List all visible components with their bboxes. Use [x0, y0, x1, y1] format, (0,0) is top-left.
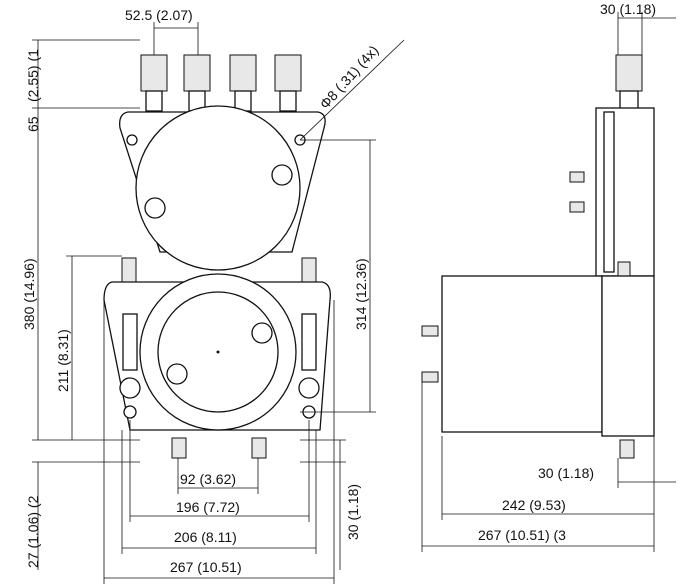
- slot-right: [301, 313, 317, 371]
- lower-fitting-right: [298, 377, 320, 399]
- lower-port-left: [166, 363, 188, 385]
- mount-hole-top-left: [126, 134, 138, 146]
- side-connector: [615, 54, 643, 92]
- label-side-bottom-30: 30 (1.18): [538, 465, 594, 481]
- mount-hole-bottom-left: [123, 405, 137, 419]
- upper-disc: [135, 105, 301, 271]
- side-lower-body: [601, 275, 655, 437]
- label-width-196: 196 (7.72): [176, 499, 240, 515]
- fitting-right: [301, 257, 317, 285]
- label-side-top-width: 30 (1.18): [600, 1, 656, 17]
- top-connectors: [140, 54, 302, 112]
- label-right-30: 30 (1.18): [345, 484, 361, 540]
- label-hole-spec: Φ8 (.31) (4x): [316, 42, 381, 112]
- side-view: [421, 54, 655, 459]
- dimension-lines: [32, 12, 676, 584]
- front-view: [103, 54, 331, 459]
- label-connector-height-65: 65: [25, 116, 41, 132]
- label-side-267: 267 (10.51) (3: [478, 527, 566, 543]
- label-lower-height: 211 (8.31): [55, 329, 71, 392]
- upper-port-left: [144, 197, 166, 219]
- bottom-fitting-left: [171, 437, 187, 459]
- label-bottom-pitch: 92 (3.62): [180, 471, 236, 487]
- lower-fitting-left: [119, 377, 141, 399]
- dimension-labels: 52.5 (2.07) 30 (1.18) Φ8 (.31) (4x) (2.5…: [21, 1, 656, 575]
- lower-port-right: [251, 322, 273, 344]
- side-fitting-4: [421, 325, 439, 337]
- label-width-267: 267 (10.51): [170, 559, 242, 575]
- label-side-242: 242 (9.53): [502, 497, 566, 513]
- side-fitting-5: [421, 371, 439, 383]
- connector-3: [229, 54, 257, 112]
- connector-1: [140, 54, 168, 112]
- side-fitting-1: [569, 171, 585, 183]
- label-mount-height: 314 (12.36): [353, 258, 369, 330]
- side-bottom-fitting: [619, 439, 635, 459]
- side-fitting-2: [569, 201, 585, 213]
- connector-4: [274, 54, 302, 112]
- label-width-206: 206 (8.11): [174, 529, 237, 545]
- label-left-27: 27 (1.06) (2: [25, 495, 41, 568]
- upper-port-right: [271, 164, 293, 186]
- side-drum: [441, 275, 603, 433]
- connector-2: [183, 54, 211, 112]
- label-connector-height-1: (2.55) (1: [25, 49, 41, 102]
- bottom-fitting-right: [251, 437, 267, 459]
- fitting-left: [121, 257, 137, 285]
- slot-left: [122, 313, 138, 371]
- label-top-spacing: 52.5 (2.07): [125, 7, 193, 23]
- label-overall-height: 380 (14.96): [21, 258, 37, 330]
